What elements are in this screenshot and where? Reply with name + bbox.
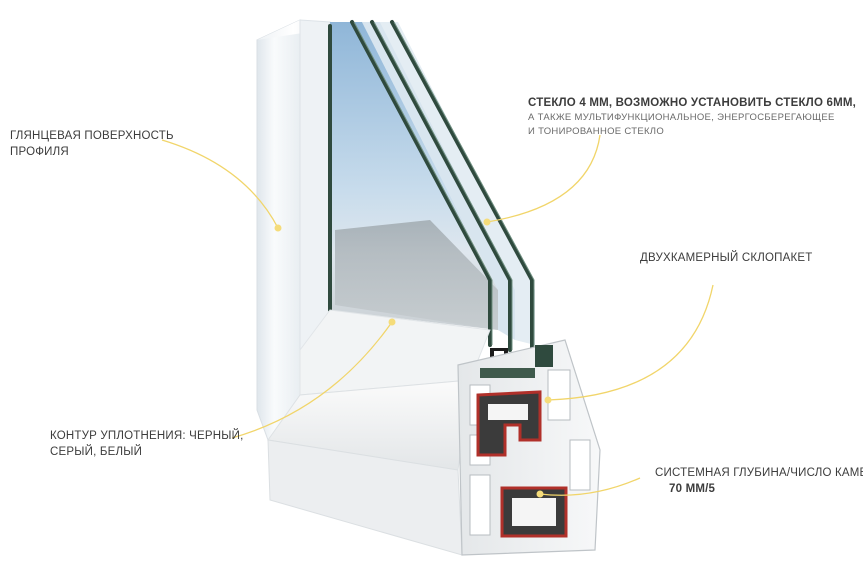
- label-system-depth-line-1: СИСТЕМНАЯ ГЛУБИНА/ЧИСЛО КАМЕР:: [655, 467, 863, 479]
- label-glass-title: СТЕКЛО 4 ММ, ВОЗМОЖНО УСТАНОВИТЬ СТЕКЛО …: [528, 97, 857, 109]
- glass-pane-front: [380, 22, 535, 345]
- callout-lines: [161, 134, 714, 496]
- forest-reflection: [335, 220, 498, 330]
- profile-cross-section: [457, 339, 601, 556]
- frame-inner-vertical: [299, 19, 331, 351]
- label-glass: СТЕКЛО 4 ММ, ВОЗМОЖНО УСТАНОВИТЬ СТЕКЛО …: [528, 95, 856, 139]
- label-glass-sub-1: А ТАКЖЕ МУЛЬТИФУНКЦИОНАЛЬНОЕ, ЭНЕРГОСБЕР…: [528, 112, 835, 123]
- label-system-depth: СИСТЕМНАЯ ГЛУБИНА/ЧИСЛО КАМЕР: 70 ММ/5: [655, 465, 863, 497]
- label-glossy-surface-line-2: ПРОФИЛЯ: [10, 146, 69, 158]
- label-seal-contour-line-1: КОНТУР УПЛОТНЕНИЯ: ЧЕРНЫЙ,: [50, 430, 244, 442]
- glass-pane-middle: [362, 22, 515, 340]
- label-glossy-surface-line-1: ГЛЯНЦЕВАЯ ПОВЕРХНОСТЬ: [10, 130, 174, 142]
- callout-dots: [274, 218, 552, 498]
- label-glass-sub-2: И ТОНИРОВАННОЕ СТЕКЛО: [528, 126, 665, 137]
- label-glossy-surface: ГЛЯНЦЕВАЯ ПОВЕРХНОСТЬ ПРОФИЛЯ: [10, 128, 174, 160]
- label-glass-unit: ДВУХКАМЕРНЫЙ СКЛОПАКЕТ: [640, 250, 813, 266]
- label-system-depth-line-2: 70 ММ/5: [669, 483, 716, 495]
- glass-edges: [328, 20, 534, 357]
- label-seal-contour: КОНТУР УПЛОТНЕНИЯ: ЧЕРНЫЙ, СЕРЫЙ, БЕЛЫЙ: [50, 428, 244, 460]
- glass-edge-highlights: [353, 21, 535, 355]
- label-seal-contour-line-2: СЕРЫЙ, БЕЛЫЙ: [50, 446, 143, 458]
- label-glass-unit-line-1: ДВУХКАМЕРНЫЙ СКЛОПАКЕТ: [640, 252, 813, 264]
